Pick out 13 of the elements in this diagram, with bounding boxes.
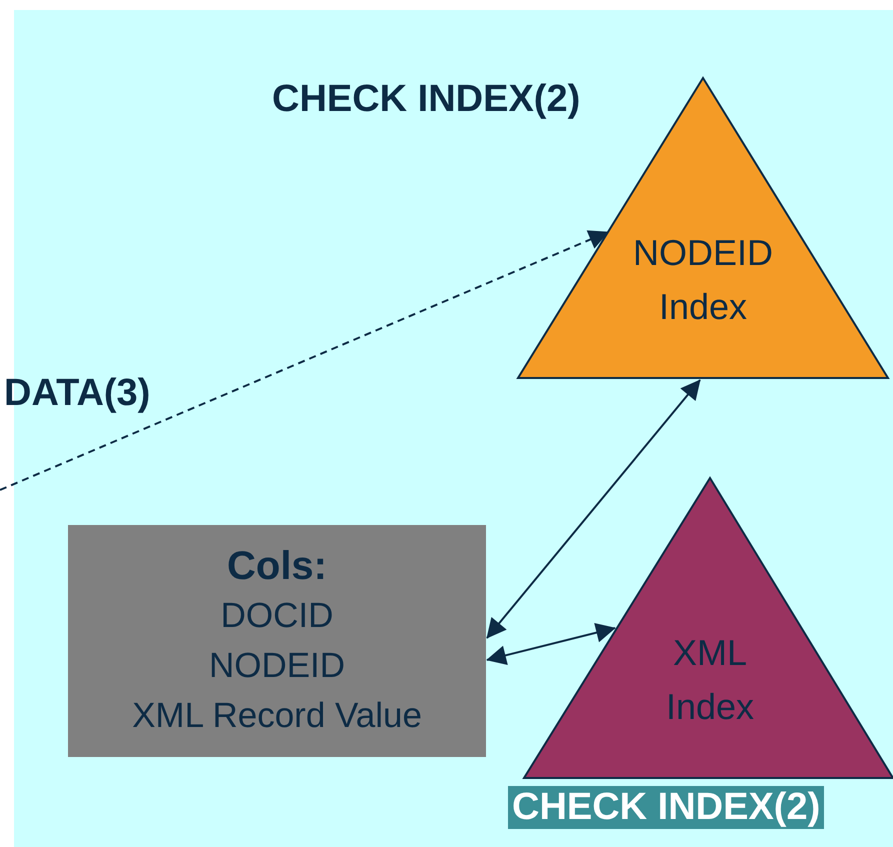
arrow: [486, 379, 701, 639]
column-name: XML Record Value: [132, 695, 422, 737]
column-name: NODEID: [208, 645, 346, 687]
arrow: [0, 230, 609, 491]
node-label: XML Index: [664, 631, 756, 729]
table-label: DATA(3): [4, 372, 150, 415]
heading: CHECK INDEX(2): [508, 786, 824, 829]
heading: CHECK INDEX(2): [272, 78, 580, 121]
columns-box: [68, 525, 486, 757]
column-name: DOCID: [220, 595, 334, 637]
node-label: NODEID Index: [632, 231, 774, 329]
box-heading: Cols:: [227, 543, 327, 590]
arrow: [486, 623, 616, 665]
